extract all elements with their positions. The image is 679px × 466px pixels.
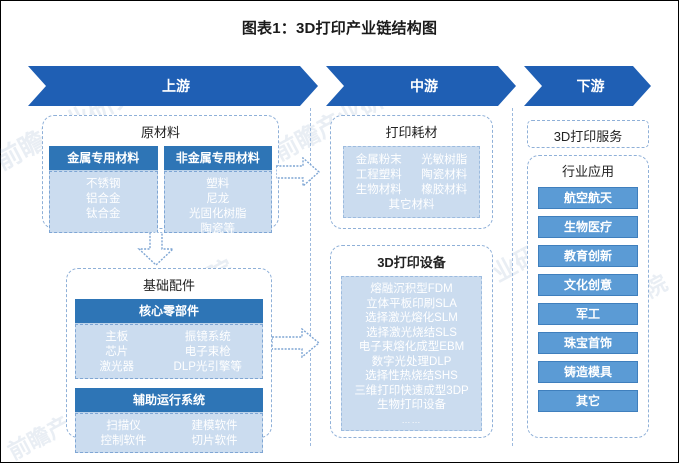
stage-banner: 上游 中游 下游 — [28, 66, 651, 106]
equipment-item: 立体平板印刷SLA — [366, 297, 457, 310]
consumable-item: 光敏树脂 — [421, 154, 468, 166]
consumable-item: 工程塑料 — [355, 169, 402, 181]
equipment-caption: 3D打印设备 — [377, 255, 446, 270]
equipment-box: 3D打印设备 熔融沉积型FDM 立体平板印刷SLA 选择激光熔化SLM 选择激光… — [330, 245, 493, 438]
stage-label-upstream: 上游 — [162, 78, 190, 94]
stage-chevron-midstream[interactable]: 中游 — [326, 66, 516, 106]
material-item: 光固化树脂 — [189, 208, 247, 220]
consumable-item: 橡胶材料 — [421, 184, 468, 196]
equipment-item: 熔融沉积型FDM — [370, 283, 453, 295]
consumable-item: 其它材料 — [388, 199, 435, 211]
parts-group-aux: 辅助运行系统 扫描仪 控制软件 建模软件 切片软件 — [75, 388, 263, 453]
application-chip-casting-mold[interactable]: 铸造模具 — [538, 361, 638, 383]
equipment-item: 选择激光熔化SLM — [365, 312, 458, 324]
column-divider-upstream-midstream — [310, 108, 311, 446]
arrow-down-raw-to-parts — [137, 232, 175, 266]
material-group-metal: 金属专用材料 不锈钢 铝合金 钛合金 …… — [49, 146, 158, 234]
equipment-item: 选择性热烧结SHS — [365, 370, 458, 382]
equipment-item: 选择激光烧结SLS — [366, 326, 457, 339]
stage-chevron-upstream[interactable]: 上游 — [28, 66, 318, 106]
material-item: 塑料 — [206, 178, 230, 190]
column-divider-midstream-downstream — [512, 108, 513, 446]
equipment-item: 数字光处理DLP — [371, 355, 452, 368]
equipment-item: 三维打印快速成型3DP — [354, 384, 469, 397]
applications-box: 行业应用 航空航天 生物医疗 教育创新 文化创意 军工 珠宝首饰 铸造模具 其它 — [527, 155, 649, 438]
stage-label-downstream: 下游 — [576, 78, 605, 94]
consumable-item: 生物材料 — [355, 184, 402, 196]
application-chip-jewelry[interactable]: 珠宝首饰 — [538, 332, 638, 354]
application-chip-other[interactable]: 其它 — [538, 390, 638, 412]
core-part-item: 芯片 — [105, 346, 129, 358]
aux-system-item: 切片软件 — [191, 435, 238, 447]
material-group-metal-header: 金属专用材料 — [49, 146, 158, 171]
application-chip-culture[interactable]: 文化创意 — [538, 274, 638, 296]
service-caption: 3D打印服务 — [553, 129, 623, 144]
parts-group-aux-header: 辅助运行系统 — [75, 388, 263, 413]
core-part-item: 振镜系统 — [184, 331, 231, 343]
parts-group-core-header: 核心零部件 — [75, 299, 263, 324]
material-item: 钛合金 — [86, 208, 121, 220]
material-group-nonmetal-header: 非金属专用材料 — [163, 146, 272, 171]
consumables-caption: 打印耗材 — [385, 125, 438, 140]
application-chip-military[interactable]: 军工 — [538, 303, 638, 325]
equipment-item-ellipsis: …… — [401, 414, 422, 425]
raw-materials-box: 原材料 金属专用材料 不锈钢 铝合金 钛合金 …… 非金属专用材料 塑料 尼龙 … — [42, 115, 279, 235]
stage-chevron-downstream[interactable]: 下游 — [524, 66, 651, 106]
material-item: 尼龙 — [206, 193, 230, 205]
parts-group-core: 核心零部件 主板 芯片 激光器 振镜系统 电子束枪 DLP光引擎等 — [75, 299, 263, 379]
aux-system-item: 建模软件 — [191, 420, 238, 432]
material-item: 铝合金 — [86, 193, 121, 205]
arrow-right-parts-to-equipment — [272, 328, 320, 358]
figure-title: 图表1：3D打印产业链结构图 — [241, 20, 438, 37]
material-item: 陶瓷等 — [200, 223, 236, 235]
material-item-ellipsis: …… — [93, 224, 114, 234]
material-item: 不锈钢 — [86, 178, 121, 190]
stage-label-midstream: 中游 — [410, 78, 438, 94]
basic-parts-caption: 基础配件 — [142, 278, 195, 293]
raw-materials-caption: 原材料 — [140, 125, 180, 140]
application-chip-biomedical[interactable]: 生物医疗 — [538, 216, 638, 238]
core-part-item: DLP光引擎等 — [173, 361, 242, 373]
aux-system-item: 扫描仪 — [106, 420, 141, 432]
basic-parts-box: 基础配件 核心零部件 主板 芯片 激光器 振镜系统 电子束枪 DLP光引擎等 辅… — [66, 268, 272, 453]
service-box: 3D打印服务 — [527, 120, 649, 148]
aux-system-item: 控制软件 — [100, 435, 147, 447]
core-part-item: 电子束枪 — [184, 346, 231, 358]
core-part-item: 激光器 — [99, 361, 134, 373]
consumables-box: 打印耗材 金属粉末 工程塑料 生物材料 光敏树脂 陶瓷材料 橡胶材料 其它材料 — [330, 115, 493, 229]
applications-caption: 行业应用 — [561, 164, 614, 179]
consumable-item: 陶瓷材料 — [421, 169, 468, 181]
application-chip-education[interactable]: 教育创新 — [538, 245, 638, 267]
equipment-item: 生物打印设备 — [377, 399, 446, 411]
arrow-right-raw-to-consumables — [276, 157, 320, 187]
consumable-item: 金属粉末 — [355, 154, 402, 166]
core-part-item: 主板 — [105, 331, 129, 343]
material-group-nonmetal: 非金属专用材料 塑料 尼龙 光固化树脂 陶瓷等 — [163, 146, 272, 235]
equipment-item: 电子束熔化成型EBM — [358, 341, 465, 353]
application-chip-aerospace[interactable]: 航空航天 — [538, 187, 638, 209]
